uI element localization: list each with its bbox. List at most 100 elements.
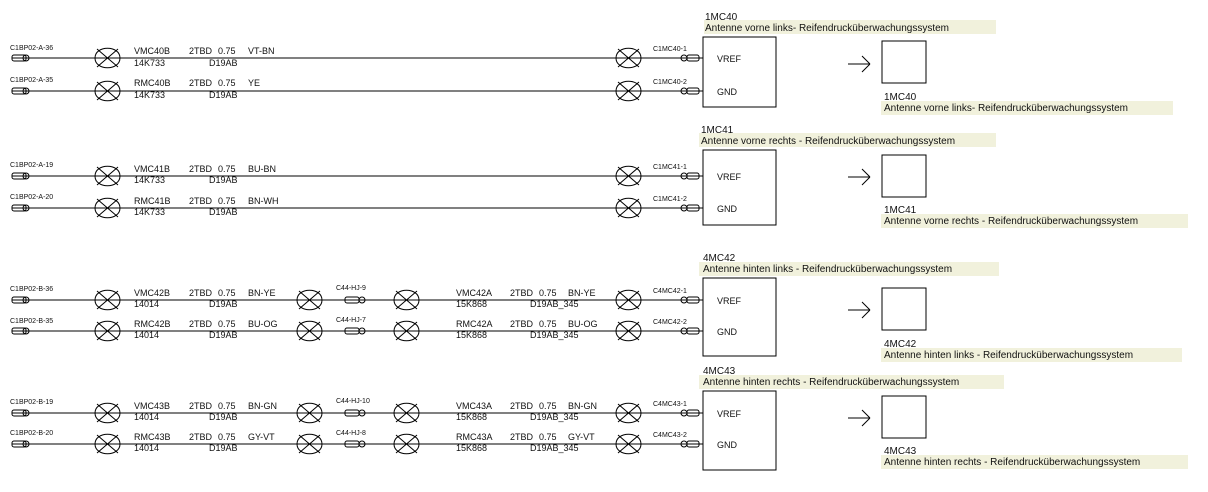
component-title-highlight xyxy=(699,133,996,147)
wire-id: RMC41B xyxy=(134,196,171,206)
wire-row[interactable]: C1BP02-A-35 RMC40B 14K733 2TBD 0.75 D19A… xyxy=(10,77,738,102)
right-connector-icon xyxy=(680,172,700,180)
right-pin-label: C1MC41-2 xyxy=(653,196,687,203)
inline-connector-icon xyxy=(344,409,366,417)
signal-label: GND xyxy=(717,87,738,97)
wire-gauge: 0.75 xyxy=(218,164,236,174)
left-connector-icon xyxy=(11,409,30,417)
wire-id: RMC42B xyxy=(134,319,171,329)
splice-right-icon xyxy=(615,320,642,342)
splice-mid-left-icon xyxy=(296,289,323,311)
right-connector-icon xyxy=(680,204,700,212)
wire-gauge-2: 0.75 xyxy=(539,319,557,329)
wire-part: 14014 xyxy=(134,299,159,309)
component-box[interactable] xyxy=(702,149,777,226)
splice-mid-left-icon xyxy=(296,433,323,455)
right-connector-icon xyxy=(680,296,700,304)
right-connector-icon xyxy=(680,409,700,417)
component-box[interactable] xyxy=(702,277,777,357)
wire-gauge: 0.75 xyxy=(218,401,236,411)
component-desc: Antenne vorne rechts - Reifendrucküberwa… xyxy=(884,216,1138,227)
wire-row[interactable]: C1BP02-A-20 RMC41B 14K733 2TBD 0.75 D19A… xyxy=(10,194,738,219)
wire-part: 14014 xyxy=(134,443,159,453)
component-title-code: 1MC41 xyxy=(701,125,734,136)
left-connector-icon xyxy=(11,54,30,62)
component-code: 4MC42 xyxy=(884,339,917,350)
circuit-group-4mc42: 4MC42 Antenne hinten links - Reifendruck… xyxy=(10,253,1182,362)
right-pin-label: C4MC43-2 xyxy=(653,432,687,439)
wire-diagram-ref: D19AB xyxy=(209,90,238,100)
wire-diagram-ref: D19AB xyxy=(209,207,238,217)
wire-row[interactable]: C1BP02-B-36 VMC42B 14014 2TBD 0.75 D19AB… xyxy=(10,285,742,311)
antenna-icon xyxy=(848,154,927,198)
wire-id: VMC42B xyxy=(134,288,170,298)
wire-row[interactable]: C1BP02-A-36 VMC40B 14K733 2TBD 0.75 D19A… xyxy=(10,45,742,69)
wire-gauge-2: 0.75 xyxy=(539,401,557,411)
wire-part: 14K733 xyxy=(134,90,165,100)
antenna-icon xyxy=(848,40,927,84)
inline-pin-label: C44-HJ-10 xyxy=(336,398,370,405)
left-pin-label: C1BP02-A-35 xyxy=(10,77,53,84)
component-box[interactable] xyxy=(702,36,777,108)
left-pin-label: C1BP02-B-19 xyxy=(10,399,53,406)
inline-connector-icon xyxy=(344,296,366,304)
wire-gauge: 0.75 xyxy=(218,78,236,88)
right-connector-icon xyxy=(680,87,700,95)
wire-part-2: 15K868 xyxy=(456,330,487,340)
wire-part-2: 15K868 xyxy=(456,299,487,309)
wire-row[interactable]: C1BP02-A-19 VMC41B 14K733 2TBD 0.75 D19A… xyxy=(10,162,742,187)
wire-gauge-2: 0.75 xyxy=(539,288,557,298)
wire-part-2: 15K868 xyxy=(456,412,487,422)
wire-tbd: 2TBD xyxy=(189,288,213,298)
component-title-desc: Antenne vorne rechts - Reifendrucküberwa… xyxy=(701,136,955,147)
wire-tbd-2: 2TBD xyxy=(510,401,534,411)
circuit-group-1mc41: 1MC41 Antenne vorne rechts - Reifendruck… xyxy=(10,125,1188,228)
splice-left-icon xyxy=(94,433,121,455)
component-title-code: 4MC43 xyxy=(703,366,736,377)
wire-tbd: 2TBD xyxy=(189,78,213,88)
wire-tbd-2: 2TBD xyxy=(510,288,534,298)
component-label-highlight xyxy=(881,455,1188,469)
wire-diagram-ref: D19AB xyxy=(209,443,238,453)
splice-mid-left-icon xyxy=(296,320,323,342)
signal-label: GND xyxy=(717,440,738,450)
wire-id-2: RMC42A xyxy=(456,319,493,329)
wire-gauge: 0.75 xyxy=(218,196,236,206)
wire-id-2: VMC42A xyxy=(456,288,492,298)
right-connector-icon xyxy=(680,327,700,335)
wire-color: GY-VT xyxy=(248,432,275,442)
right-pin-label: C4MC43-1 xyxy=(653,401,687,408)
circuit-group-4mc43: 4MC43 Antenne hinten rechts - Reifendruc… xyxy=(10,366,1188,471)
wire-gauge: 0.75 xyxy=(218,432,236,442)
wire-color: BU-BN xyxy=(248,164,276,174)
wire-color: BN-YE xyxy=(248,288,276,298)
wire-diagram-ref: D19AB xyxy=(209,299,238,309)
left-connector-icon xyxy=(11,204,30,212)
splice-right-icon xyxy=(615,197,642,219)
component-label-highlight xyxy=(881,348,1182,362)
wire-row[interactable]: C1BP02-B-35 RMC42B 14014 2TBD 0.75 D19AB… xyxy=(10,317,738,342)
wire-diagram-ref-2: D19AB_345 xyxy=(530,443,579,453)
component-box[interactable] xyxy=(702,390,777,471)
splice-left-icon xyxy=(94,165,121,187)
component-label-highlight xyxy=(881,214,1188,228)
splice-right-icon xyxy=(615,47,642,69)
wire-diagram-ref-2: D19AB_345 xyxy=(530,299,579,309)
wire-id: RMC40B xyxy=(134,78,171,88)
wire-row[interactable]: C1BP02-B-19 VMC43B 14014 2TBD 0.75 D19AB… xyxy=(10,398,742,424)
right-connector-icon xyxy=(680,54,700,62)
inline-pin-label: C44-HJ-7 xyxy=(336,317,366,324)
component-desc: Antenne hinten links - Reifendrucküberwa… xyxy=(884,350,1133,361)
wire-gauge: 0.75 xyxy=(218,319,236,329)
right-pin-label: C1MC41-1 xyxy=(653,164,687,171)
component-title-desc: Antenne hinten links - Reifendrucküberwa… xyxy=(703,264,952,275)
splice-left-icon xyxy=(94,197,121,219)
wire-tbd: 2TBD xyxy=(189,319,213,329)
left-connector-icon xyxy=(11,172,30,180)
wire-row[interactable]: C1BP02-B-20 RMC43B 14014 2TBD 0.75 D19AB… xyxy=(10,430,738,455)
wire-color-2: BN-YE xyxy=(568,288,596,298)
wire-color-2: BU-OG xyxy=(568,319,598,329)
antenna-icon xyxy=(848,287,927,331)
left-pin-label: C1BP02-B-35 xyxy=(10,318,53,325)
component-title-highlight xyxy=(699,262,999,276)
